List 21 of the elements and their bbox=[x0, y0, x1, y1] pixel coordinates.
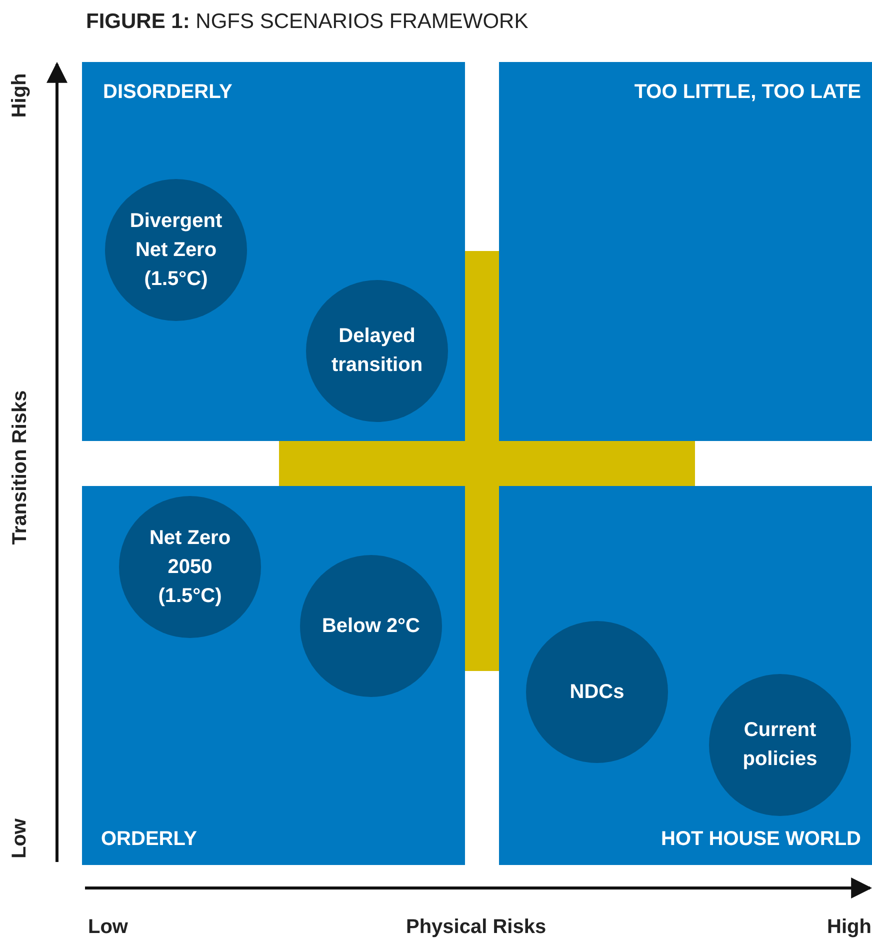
quadrant-heading: ORDERLY bbox=[101, 828, 197, 851]
vertical-axis-label: Transition Risks bbox=[8, 390, 32, 544]
horizontal-axis-label: Low bbox=[88, 916, 128, 939]
scenario-label: Delayed transition bbox=[330, 324, 424, 378]
quadrant-panel bbox=[499, 486, 872, 865]
horizontal-axis-label: High bbox=[827, 916, 872, 939]
scenario-label: Divergent Net Zero (1.5°C) bbox=[128, 208, 224, 292]
vertical-axis-label: Low bbox=[8, 818, 32, 858]
figure-title: FIGURE 1: NGFS SCENARIOS FRAMEWORK bbox=[86, 10, 528, 34]
scenario-label: Below 2°C bbox=[320, 614, 422, 638]
quadrant-panel bbox=[82, 62, 465, 441]
scenario-label: NDCs bbox=[568, 680, 626, 704]
vertical-axis-label: High bbox=[8, 72, 32, 118]
quadrant-heading: DISORDERLY bbox=[103, 81, 232, 104]
quadrant-heading: TOO LITTLE, TOO LATE bbox=[634, 81, 861, 104]
scenario-label: Net Zero 2050 (1.5°C) bbox=[148, 526, 232, 608]
quadrant-panel bbox=[82, 486, 465, 865]
quadrant-heading: HOT HOUSE WORLD bbox=[661, 828, 861, 851]
horizontal-axis-label: Physical Risks bbox=[406, 916, 546, 939]
quadrant-panel bbox=[499, 62, 872, 441]
scenario-label: Current policies bbox=[742, 718, 818, 772]
